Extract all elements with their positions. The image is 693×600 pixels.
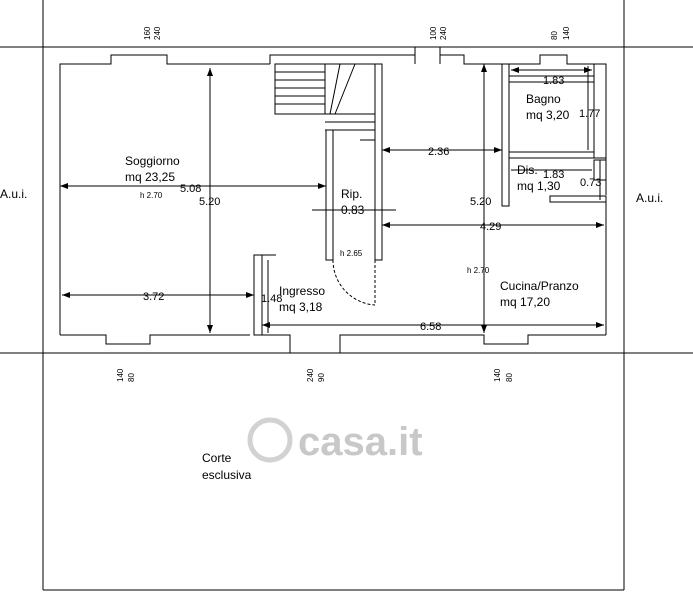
ingresso-area: mq 3,18 [279, 300, 323, 314]
dim-dis-width: 1.83 [543, 169, 564, 181]
bagno-name: Bagno [526, 92, 561, 106]
svg-text:240: 240 [153, 26, 162, 40]
svg-text:90: 90 [317, 373, 326, 382]
dim-dis-depth: 0.73 [580, 177, 601, 189]
soggiorno-area: mq 23,25 [125, 170, 175, 184]
svg-text:80: 80 [550, 31, 559, 40]
opening-labels: 160 240 100 240 80 140 140 80 240 90 140… [116, 26, 571, 382]
dimension-arrows [60, 64, 604, 333]
dimension-lines [60, 64, 604, 333]
svg-text:140: 140 [116, 368, 125, 382]
dim-kit-top: 2.36 [428, 146, 449, 158]
dimension-values: 5.08 5.20 3.72 1.48 2.36 5.20 4.29 6.58 … [143, 75, 601, 333]
dim-sog-bottom: 3.72 [143, 291, 164, 303]
dim-sog-depth: 5.20 [199, 196, 220, 208]
svg-text:100: 100 [429, 26, 438, 40]
svg-text:casa.it: casa.it [298, 420, 423, 464]
svg-text:80: 80 [127, 373, 136, 382]
ingresso-height: h 2.65 [340, 249, 363, 258]
svg-text:140: 140 [493, 368, 502, 382]
dim-kit-mid: 4.29 [480, 221, 501, 233]
dis-name: Dis. [517, 163, 538, 177]
room-labels: Soggiorno mq 23,25 h 2.70 Ingresso mq 3,… [0, 92, 663, 482]
svg-text:80: 80 [505, 373, 514, 382]
neighbor-left: A.u.i. [0, 187, 27, 201]
svg-text:240: 240 [439, 26, 448, 40]
corte-name: Corte [202, 451, 232, 465]
svg-text:160: 160 [143, 26, 152, 40]
dim-ing-height: 1.48 [261, 293, 282, 305]
rip-name: Rip. [341, 187, 362, 201]
bagno-area: mq 3,20 [526, 108, 570, 122]
soggiorno-name: Soggiorno [125, 154, 180, 168]
door-swing [332, 259, 376, 306]
dim-bath-depth: 1.77 [579, 108, 600, 120]
dim-bath-width: 1.83 [543, 75, 564, 87]
rip-size: 0.83 [341, 203, 365, 217]
dis-area: mq 1,30 [517, 179, 561, 193]
dim-sog-width: 5.08 [180, 183, 201, 195]
ingresso-name: Ingresso [279, 284, 325, 298]
svg-text:140: 140 [562, 26, 571, 40]
dim-kit-bottom: 6.58 [420, 321, 441, 333]
svg-text:240: 240 [306, 368, 315, 382]
cucina-area: mq 17,20 [500, 295, 550, 309]
cucina-height: h 2.70 [467, 266, 490, 275]
soggiorno-height: h 2.70 [140, 191, 163, 200]
watermark: casa.it [247, 417, 423, 464]
corte-name2: esclusiva [202, 468, 252, 482]
cucina-name: Cucina/Pranzo [500, 279, 579, 293]
staircase [274, 63, 376, 141]
dim-kit-depth: 5.20 [470, 196, 491, 208]
neighbor-right: A.u.i. [636, 191, 663, 205]
